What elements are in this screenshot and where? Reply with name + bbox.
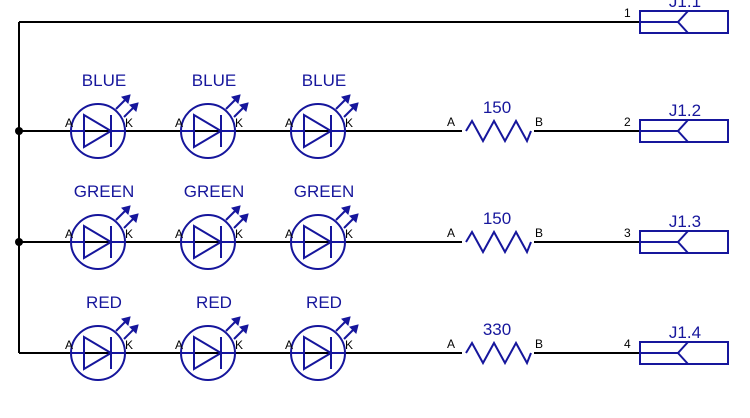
anode-label: A	[175, 116, 183, 130]
connector-J1.1: 1 J1.1	[19, 0, 729, 34]
arrow-head-icon	[349, 102, 359, 112]
connector-label: J1.4	[669, 323, 701, 342]
arrow-head-icon	[129, 102, 139, 112]
arrow-head-icon	[121, 94, 131, 104]
arrow-head-icon	[341, 205, 351, 215]
anode-label: A	[65, 338, 73, 352]
resistor-pin-b: B	[535, 226, 543, 240]
cathode-label: K	[235, 227, 243, 241]
resistor: A B 150	[447, 209, 543, 256]
connector-chevron	[640, 341, 689, 365]
led: A K RED	[285, 293, 359, 381]
arrow-head-icon	[121, 205, 131, 215]
resistor-value: 150	[483, 98, 511, 117]
cathode-label: K	[345, 227, 353, 241]
resistor-pin-a: A	[447, 226, 455, 240]
led: A K BLUE	[175, 71, 249, 159]
arrow-head-icon	[231, 316, 241, 326]
cathode-label: K	[235, 338, 243, 352]
resistor: A B 330	[447, 320, 543, 367]
connector-pin-number: 1	[624, 6, 631, 20]
anode-label: A	[285, 116, 293, 130]
arrow-head-icon	[129, 213, 139, 223]
anode-label: A	[285, 227, 293, 241]
led: A K GREEN	[285, 182, 359, 270]
arrow-head-icon	[231, 205, 241, 215]
led-color-label: RED	[86, 293, 122, 312]
resistor-pin-b: B	[535, 115, 543, 129]
connector-pin-number: 3	[624, 226, 631, 240]
connector-pin-number: 4	[624, 337, 631, 351]
resistor-value: 150	[483, 209, 511, 228]
arrow-head-icon	[239, 213, 249, 223]
cathode-label: K	[345, 338, 353, 352]
led: A K GREEN	[65, 182, 139, 270]
resistor-pin-a: A	[447, 337, 455, 351]
led: A K GREEN	[175, 182, 249, 270]
resistor-value: 330	[483, 320, 511, 339]
cathode-label: K	[235, 116, 243, 130]
led-color-label: GREEN	[74, 182, 134, 201]
led: A K BLUE	[65, 71, 139, 159]
resistor: A B 150	[447, 98, 543, 145]
arrow-head-icon	[341, 94, 351, 104]
connector-chevron	[640, 10, 689, 34]
anode-label: A	[65, 227, 73, 241]
resistor-pin-b: B	[535, 337, 543, 351]
led-color-label: BLUE	[302, 71, 346, 90]
led: A K RED	[175, 293, 249, 381]
connector-label: J1.3	[669, 212, 701, 231]
arrow-head-icon	[231, 94, 241, 104]
anode-label: A	[65, 116, 73, 130]
led-color-label: RED	[306, 293, 342, 312]
connector-chevron	[640, 230, 689, 254]
anode-label: A	[285, 338, 293, 352]
arrow-head-icon	[341, 316, 351, 326]
anode-label: A	[175, 227, 183, 241]
led-color-label: GREEN	[294, 182, 354, 201]
led-color-label: BLUE	[82, 71, 126, 90]
anode-label: A	[175, 338, 183, 352]
cathode-label: K	[345, 116, 353, 130]
resistor-zigzag-icon	[465, 229, 532, 255]
cathode-label: K	[125, 227, 133, 241]
resistor-zigzag-icon	[465, 340, 532, 366]
led-color-label: BLUE	[192, 71, 236, 90]
arrow-head-icon	[121, 316, 131, 326]
led-color-label: GREEN	[184, 182, 244, 201]
led: A K RED	[65, 293, 139, 381]
arrow-head-icon	[129, 324, 139, 334]
led-color-label: RED	[196, 293, 232, 312]
connector-label: J1.1	[669, 0, 701, 11]
connector-pin-number: 2	[624, 115, 631, 129]
arrow-head-icon	[349, 213, 359, 223]
connector-chevron	[640, 119, 689, 143]
arrow-head-icon	[239, 102, 249, 112]
led: A K BLUE	[285, 71, 359, 159]
cathode-label: K	[125, 116, 133, 130]
arrow-head-icon	[239, 324, 249, 334]
resistor-pin-a: A	[447, 115, 455, 129]
cathode-label: K	[125, 338, 133, 352]
resistor-zigzag-icon	[465, 118, 532, 144]
connector-label: J1.2	[669, 101, 701, 120]
arrow-head-icon	[349, 324, 359, 334]
